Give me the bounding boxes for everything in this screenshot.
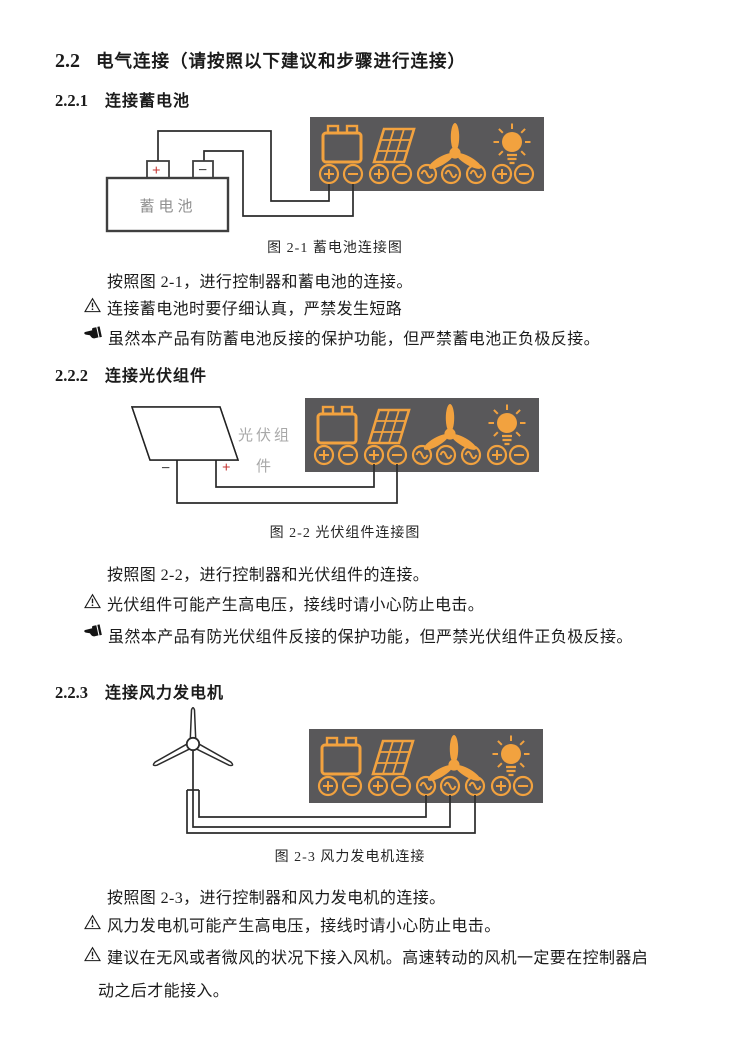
lamp-icon <box>492 735 530 777</box>
note-text-2: 虽然本产品有防光伏组件反接的保护功能，但严禁光伏组件正负极反接。 <box>108 629 633 646</box>
terminal-row <box>313 444 530 466</box>
section-title: 电气连接（请按照以下建议和步骤进行连接） <box>96 51 466 71</box>
solar-panel-icon <box>372 127 416 164</box>
terminal-plus-icon <box>490 775 512 797</box>
figure-caption-2: 图 2-2 光伏组件连接图 <box>269 526 421 541</box>
pv-module-device <box>130 406 240 461</box>
turbine-blade-top <box>189 707 197 747</box>
controller-panel-body <box>305 398 539 472</box>
battery-device-label: 蓄电池 <box>139 199 197 215</box>
wire-battery-positive <box>157 130 330 202</box>
figure-caption-1: 图 2-1 蓄电池连接图 <box>267 241 403 256</box>
pv-module-outline <box>130 406 240 461</box>
terminal-ac-icon <box>435 444 457 466</box>
subsection-heading-2: 2.2.2 连接光伏组件 <box>55 362 207 386</box>
warning-triangle-icon <box>84 946 101 967</box>
warning-text-4: 建议在无风或者微风的状况下接入风机。高速转动的风机一定要在控制器启 <box>107 950 649 967</box>
battery-icon <box>316 405 358 445</box>
warning-text-3: 风力发电机可能产生高电压，接线时请小心防止电击。 <box>107 918 501 935</box>
controller-panel-graphic <box>310 117 544 191</box>
warning-text-2: 光伏组件可能产生高电压，接线时请小心防止电击。 <box>107 597 485 614</box>
battery-plus-label: + <box>152 163 161 179</box>
pv-device-label-line2: 件 <box>256 459 275 475</box>
subsection-number: 2.2.2 <box>55 366 88 385</box>
turbine-blade-left <box>152 739 198 767</box>
terminal-minus-icon <box>391 163 413 185</box>
note-row-2: 虽然本产品有防光伏组件反接的保护功能，但严禁光伏组件正负极反接。 <box>84 623 633 647</box>
subsection-title: 连接光伏组件 <box>105 368 208 385</box>
warning-row-4: 建议在无风或者微风的状况下接入风机。高速转动的风机一定要在控制器启 <box>84 944 648 968</box>
terminal-ac-icon <box>411 444 433 466</box>
warning-triangle-icon <box>84 593 101 614</box>
turbine-hub <box>185 736 201 752</box>
note-row-1: 虽然本产品有防蓄电池反接的保护功能，但严禁蓄电池正负极反接。 <box>84 325 600 349</box>
warning-row-1: 连接蓄电池时要仔细认真，严禁发生短路 <box>84 295 402 319</box>
warning-triangle-icon <box>84 297 101 318</box>
pointing-hand-icon <box>82 623 103 644</box>
paragraph-3: 按照图 2-3，进行控制器和风力发电机的连接。 <box>107 890 446 907</box>
pointing-hand-icon <box>82 325 103 346</box>
pv-module-grid <box>135 406 235 461</box>
controller-panel-fig2 <box>305 398 539 472</box>
paragraph-2: 按照图 2-2，进行控制器和光伏组件的连接。 <box>107 567 430 584</box>
terminal-minus-icon <box>512 775 534 797</box>
terminal-ac-icon <box>465 163 487 185</box>
figure-caption-3: 图 2-3 风力发电机连接 <box>274 850 426 865</box>
pv-module-frame-lines <box>135 416 231 441</box>
terminal-minus-icon <box>508 444 530 466</box>
warning-text-1: 连接蓄电池时要仔细认真，严禁发生短路 <box>107 301 403 318</box>
lamp-icon <box>488 404 526 446</box>
terminal-ac-icon <box>416 163 438 185</box>
warning-row-3: 风力发电机可能产生高电压，接线时请小心防止电击。 <box>84 912 501 936</box>
solar-panel-icon <box>367 408 411 445</box>
subsection-title: 连接蓄电池 <box>105 93 191 110</box>
terminal-minus-icon <box>513 163 535 185</box>
controller-panel-graphic <box>305 398 539 472</box>
section-number: 2.2 <box>55 50 80 72</box>
subsection-title: 连接风力发电机 <box>105 685 225 702</box>
terminal-plus-icon <box>486 444 508 466</box>
terminal-ac-icon <box>440 163 462 185</box>
lamp-icon <box>493 123 531 165</box>
subsection-number: 2.2.3 <box>55 683 88 702</box>
warning-text-4-continued: 动之后才能接入。 <box>98 983 230 1000</box>
battery-minus-label: − <box>198 162 208 179</box>
controller-panel-fig3 <box>309 729 543 803</box>
terminal-plus-icon <box>491 163 513 185</box>
warning-triangle-icon <box>84 914 101 935</box>
controller-panel-graphic <box>309 729 543 803</box>
warning-row-2: 光伏组件可能产生高电压，接线时请小心防止电击。 <box>84 591 484 615</box>
paragraph-1: 按照图 2-1，进行控制器和蓄电池的连接。 <box>107 274 413 291</box>
wind-turbine-device <box>152 707 234 767</box>
terminal-ac-icon <box>460 444 482 466</box>
subsection-number: 2.2.1 <box>55 91 88 110</box>
controller-panel-fig1 <box>310 117 544 191</box>
subsection-heading-1: 2.2.1 连接蓄电池 <box>55 87 190 111</box>
section-heading: 2.2 电气连接（请按照以下建议和步骤进行连接） <box>55 48 466 73</box>
subsection-heading-3: 2.2.3 连接风力发电机 <box>55 679 224 703</box>
terminal-plus-icon <box>368 163 390 185</box>
turbine-blade-right <box>188 739 234 767</box>
pv-device-label-line1: 光伏组 <box>238 428 293 444</box>
pv-minus-label: − <box>161 460 171 477</box>
note-text-1: 虽然本产品有防蓄电池反接的保护功能，但严禁蓄电池正负极反接。 <box>108 331 601 348</box>
pv-plus-label: + <box>222 460 231 476</box>
